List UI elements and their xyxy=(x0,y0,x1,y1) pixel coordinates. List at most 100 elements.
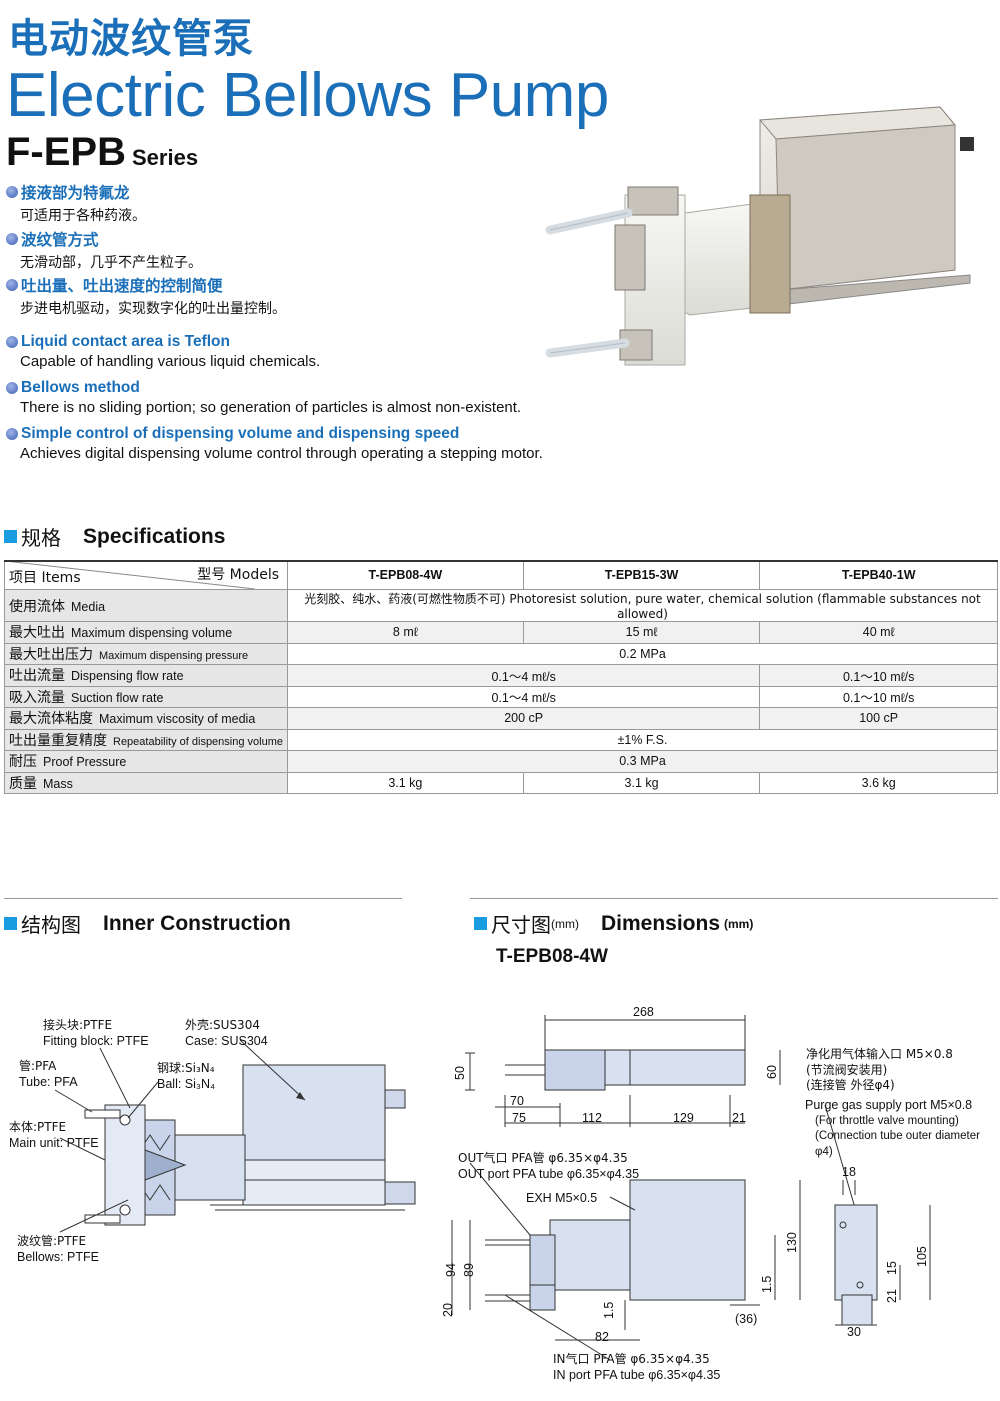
bullet-icon xyxy=(6,186,18,198)
dim-130: 130 xyxy=(785,1232,799,1253)
label-en: Case: SUS304 xyxy=(185,1033,268,1048)
section-title-cn: 尺寸图 xyxy=(491,913,551,937)
section-title-en: Inner Construction xyxy=(103,911,291,935)
bullet-icon xyxy=(6,336,18,348)
row-label-cn: 吸入流量 xyxy=(9,689,65,706)
feature-desc: Capable of handling various liquid chemi… xyxy=(20,353,321,370)
row-label-cn: 使用流体 xyxy=(9,598,65,615)
label-cn: (节流阀安装用) xyxy=(806,1062,888,1077)
label-en: Ball: Si₃N₄ xyxy=(157,1076,216,1091)
dim-75: 75 xyxy=(512,1111,526,1125)
feature-desc: There is no sliding portion; so generati… xyxy=(20,399,522,416)
row-label-en: Maximum viscosity of media xyxy=(99,712,256,727)
feature-desc: 无滑动部，几乎不产生粒子。 xyxy=(20,255,202,271)
cell-value: ±1% F.S. xyxy=(287,728,998,751)
feature-head: 波纹管方式 xyxy=(21,231,99,249)
feature-head: Simple control of dispensing volume and … xyxy=(21,425,460,442)
row-label-en: Dispensing flow rate xyxy=(71,669,184,684)
purge-port-label: 净化用气体输入口 M5×0.8 (节流阀安装用) (连接管 外径φ4) xyxy=(806,1047,953,1094)
label-en: IN port PFA tube φ6.35×φ4.35 xyxy=(553,1367,721,1382)
feature-en-3: Simple control of dispensing volume and … xyxy=(6,425,543,462)
dimension-drawing: 268 50 60 70 75 112 129 21 94 89 20 130 … xyxy=(441,1005,931,1361)
corner-diagonal xyxy=(5,561,255,589)
section-title-cn: 规格 xyxy=(21,526,61,550)
exh-label: EXH M5×0.5 xyxy=(526,1191,598,1205)
dim-89: 89 xyxy=(462,1263,476,1277)
table-top-rule xyxy=(4,560,998,562)
feature-desc: 可适用于各种药液。 xyxy=(20,208,146,224)
feature-desc: Achieves digital dispensing volume contr… xyxy=(20,445,543,462)
label-en: OUT port PFA tube φ6.35×φ4.35 xyxy=(458,1166,640,1181)
cell-value: 100 cP xyxy=(759,707,998,730)
row-label-en: Proof Pressure xyxy=(43,755,127,770)
cell-value: 0.1～10 mℓ/s xyxy=(759,685,998,708)
dim-268: 268 xyxy=(633,1005,654,1019)
row-label-en: Maximum dispensing pressure xyxy=(99,649,249,662)
bullet-icon xyxy=(6,279,18,291)
specs-table: 型号 Models 项目 Items T-EPB08-4W T-EPB15-3W… xyxy=(4,560,998,794)
table-corner: 型号 Models 项目 Items xyxy=(4,560,288,590)
model-header: T-EPB40-1W xyxy=(759,560,998,590)
label-en: Bellows: PTFE xyxy=(17,1249,99,1264)
dim-70: 70 xyxy=(510,1094,524,1108)
dim-21: 21 xyxy=(732,1111,746,1125)
cell-value: 0.2 MPa xyxy=(287,642,998,665)
feature-head: Liquid contact area is Teflon xyxy=(21,333,230,350)
label-cn: (连接管 外径φ4) xyxy=(806,1078,895,1092)
dim-15: 15 xyxy=(885,1261,899,1275)
bullet-icon xyxy=(6,382,18,394)
section-unit-en: (mm) xyxy=(724,916,754,931)
row-label: 最大吐出压力 Maximum dispensing pressure xyxy=(4,642,288,665)
cell-value: 8 mℓ xyxy=(287,621,524,644)
dim-20: 20 xyxy=(441,1303,455,1317)
in-port-label: IN气口 PFA管 φ6.35×φ4.35 IN port PFA tube φ… xyxy=(553,1352,720,1383)
row-label-en: Suction flow rate xyxy=(71,690,164,705)
model-header: T-EPB08-4W xyxy=(287,560,524,590)
divider xyxy=(4,898,402,899)
dim-21-side: 21 xyxy=(885,1289,899,1303)
cell-value: 200 cP xyxy=(286,707,761,730)
feature-cn-2: 波纹管方式 无滑动部，几乎不产生粒子。 xyxy=(6,228,202,272)
cell-value: 40 mℓ xyxy=(759,621,998,644)
series-code: F-EPB xyxy=(6,130,126,174)
label-cn: 管:PFA xyxy=(19,1059,57,1073)
row-label: 吐出流量 Dispensing flow rate xyxy=(4,664,288,687)
dim-105: 105 xyxy=(915,1246,929,1267)
out-port-label: OUT气口 PFA管 φ6.35×φ4.35 OUT port PFA tube… xyxy=(458,1151,639,1182)
bullet-icon xyxy=(6,428,18,440)
dim-112: 112 xyxy=(582,1111,602,1125)
label-en: Purge gas supply port M5×0.8 xyxy=(805,1098,973,1112)
cell-value: 15 mℓ xyxy=(522,621,761,644)
dims-section-title: 尺寸图 (mm) Dimensions (mm) xyxy=(474,909,753,938)
corner-models-label: 型号 Models xyxy=(197,567,279,583)
section-unit-cn: (mm) xyxy=(551,916,579,931)
section-square-icon xyxy=(4,917,17,930)
label-cn: 波纹管:PTFE xyxy=(17,1234,87,1248)
table-header-row: 型号 Models 项目 Items T-EPB08-4W T-EPB15-3W… xyxy=(4,560,998,590)
row-label-cn: 吐出流量 xyxy=(9,668,65,685)
row-label-cn: 最大吐出压力 xyxy=(9,646,93,663)
feature-desc: 步进电机驱动，实现数字化的吐出量控制。 xyxy=(20,301,286,317)
label-cn: 净化用气体输入口 M5×0.8 xyxy=(806,1047,953,1061)
dim-36: (36) xyxy=(735,1312,757,1326)
row-label-cn: 最大吐出 xyxy=(9,625,65,642)
section-title-cn: 结构图 xyxy=(21,913,81,937)
label-cn: 钢球:Si₃N₄ xyxy=(157,1061,215,1075)
cell-value: 0.1～4 mℓ/s xyxy=(286,685,761,708)
product-photo xyxy=(545,106,974,366)
section-title-en: Specifications xyxy=(83,524,226,548)
